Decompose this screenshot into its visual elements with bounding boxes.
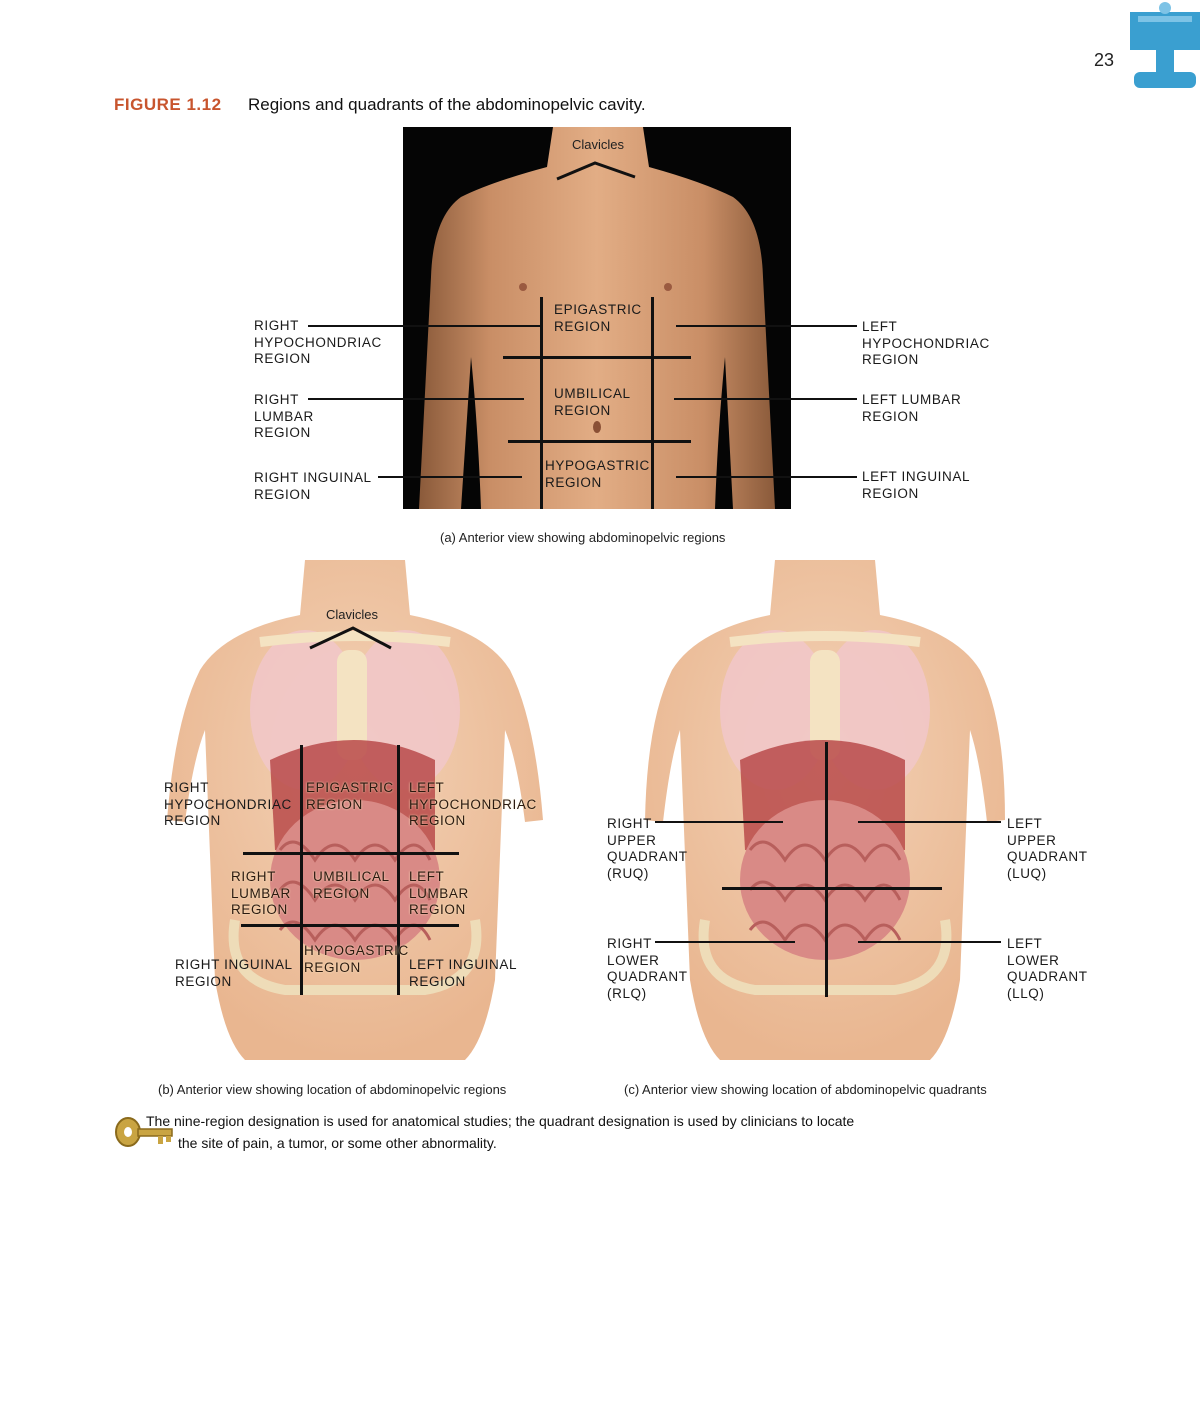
leader-line bbox=[674, 398, 857, 400]
umbilical-label-a: UMBILICAL REGION bbox=[554, 386, 631, 418]
right-hypochondriac-label-b: RIGHT HYPOCHONDRIAC REGION bbox=[164, 780, 292, 828]
leader-line bbox=[308, 398, 524, 400]
key-note-line2: the site of pain, a tumor, or some other… bbox=[178, 1135, 497, 1151]
anatomy-illustration-quadrants bbox=[645, 560, 1005, 1060]
ruq-label: RIGHT UPPER QUADRANT (RUQ) bbox=[607, 816, 688, 881]
pedestal-icon bbox=[1130, 2, 1200, 88]
rlq-label: RIGHT LOWER QUADRANT (RLQ) bbox=[607, 936, 688, 1001]
page-number: 23 bbox=[1094, 50, 1115, 70]
clavicles-label-b: Clavicles bbox=[326, 607, 379, 622]
left-hypochondriac-label-a: LEFT HYPOCHONDRIAC REGION bbox=[862, 319, 990, 367]
leader-line bbox=[378, 476, 522, 478]
torso-photo bbox=[403, 127, 791, 509]
llq-label: LEFT LOWER QUADRANT (LLQ) bbox=[1007, 936, 1088, 1001]
leader-line bbox=[858, 941, 1001, 943]
hypogastric-label-a: HYPOGASTRIC REGION bbox=[545, 458, 650, 490]
caption-c: (c) Anterior view showing location of ab… bbox=[624, 1082, 987, 1097]
right-lumbar-label-a: RIGHT LUMBAR REGION bbox=[254, 392, 314, 440]
leader-line bbox=[676, 476, 857, 478]
left-lumbar-label-b: LEFT LUMBAR REGION bbox=[409, 869, 469, 917]
figure-title: Regions and quadrants of the abdominopel… bbox=[248, 95, 646, 114]
left-inguinal-label-a: LEFT INGUINAL REGION bbox=[862, 469, 971, 501]
anatomy-illustration-regions bbox=[167, 560, 543, 1060]
left-inguinal-label-b: LEFT INGUINAL REGION bbox=[409, 957, 518, 989]
leader-line bbox=[655, 941, 795, 943]
epigastric-label-b: EPIGASTRIC REGION bbox=[306, 780, 394, 812]
caption-a: (a) Anterior view showing abdominopelvic… bbox=[440, 530, 726, 545]
right-inguinal-label-b: RIGHT INGUINAL REGION bbox=[175, 957, 293, 989]
figure-label: FIGURE 1.12 bbox=[114, 95, 222, 114]
clavicles-label-a: Clavicles bbox=[572, 137, 625, 152]
left-lumbar-label-a: LEFT LUMBAR REGION bbox=[862, 392, 962, 424]
key-icon bbox=[115, 1117, 173, 1147]
luq-label: LEFT UPPER QUADRANT (LUQ) bbox=[1007, 816, 1088, 881]
epigastric-label-a: EPIGASTRIC REGION bbox=[554, 302, 642, 334]
right-lumbar-label-b: RIGHT LUMBAR REGION bbox=[231, 869, 291, 917]
left-hypochondriac-label-b: LEFT HYPOCHONDRIAC REGION bbox=[409, 780, 537, 828]
hypogastric-label-b: HYPOGASTRIC REGION bbox=[304, 943, 409, 975]
leader-line bbox=[676, 325, 857, 327]
key-note-line1: The nine-region designation is used for … bbox=[146, 1113, 855, 1129]
leader-line bbox=[655, 821, 783, 823]
leader-line bbox=[858, 821, 1001, 823]
leader-line bbox=[308, 325, 540, 327]
right-hypochondriac-label-a: RIGHT HYPOCHONDRIAC REGION bbox=[254, 318, 382, 366]
caption-b: (b) Anterior view showing location of ab… bbox=[158, 1082, 507, 1097]
right-inguinal-label-a: RIGHT INGUINAL REGION bbox=[254, 470, 372, 502]
umbilical-label-b: UMBILICAL REGION bbox=[313, 869, 390, 901]
